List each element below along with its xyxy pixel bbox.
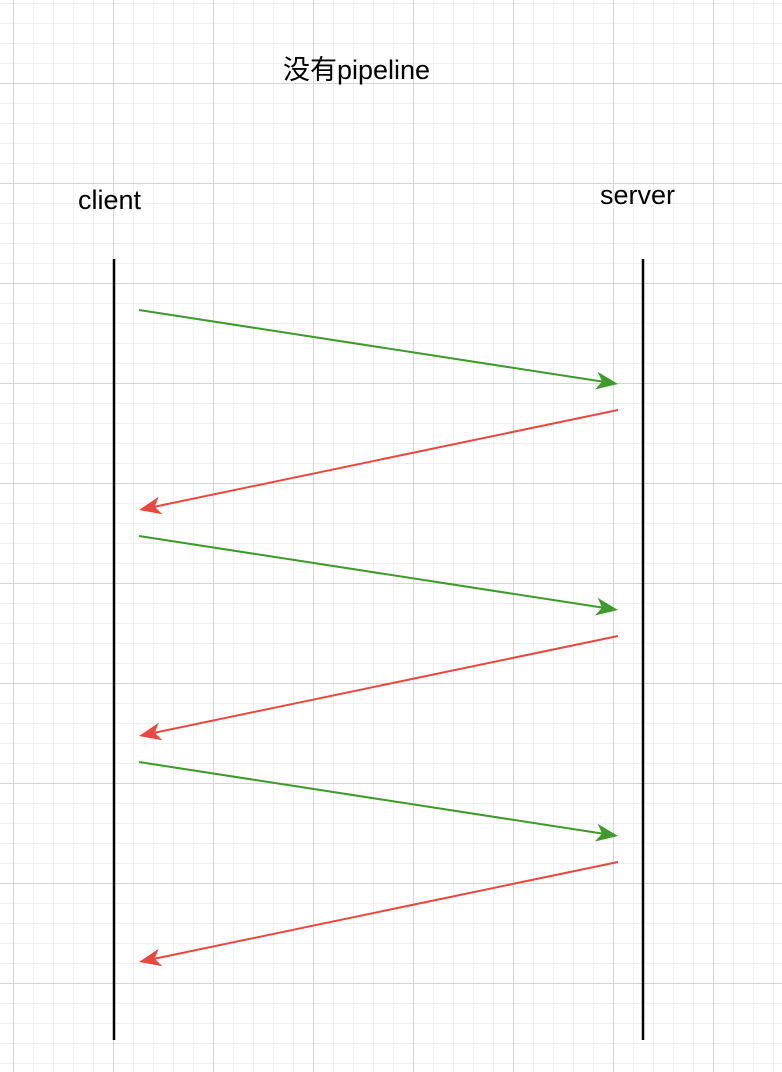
request-line-1 — [138, 309, 605, 383]
request-arrow-5 — [138, 761, 618, 842]
request-arrow-1 — [138, 309, 618, 390]
response-arrowhead-6 — [139, 948, 163, 967]
request-line-3 — [138, 535, 605, 609]
request-arrow-3 — [138, 535, 618, 616]
response-line-4 — [152, 635, 619, 735]
response-line-6 — [152, 861, 619, 961]
diagram-title: 没有pipeline — [283, 55, 431, 85]
request-arrowhead-5 — [594, 823, 618, 842]
response-arrowhead-4 — [139, 722, 163, 741]
response-line-2 — [152, 409, 619, 509]
server-label: server — [600, 180, 676, 210]
request-arrowhead-3 — [594, 597, 618, 616]
response-arrow-4 — [139, 635, 619, 741]
request-arrowhead-1 — [594, 371, 618, 390]
messages-group — [138, 309, 619, 967]
request-line-5 — [138, 761, 605, 835]
response-arrow-2 — [139, 409, 619, 515]
response-arrowhead-2 — [139, 496, 163, 515]
client-label: client — [78, 185, 142, 215]
response-arrow-6 — [139, 861, 619, 967]
